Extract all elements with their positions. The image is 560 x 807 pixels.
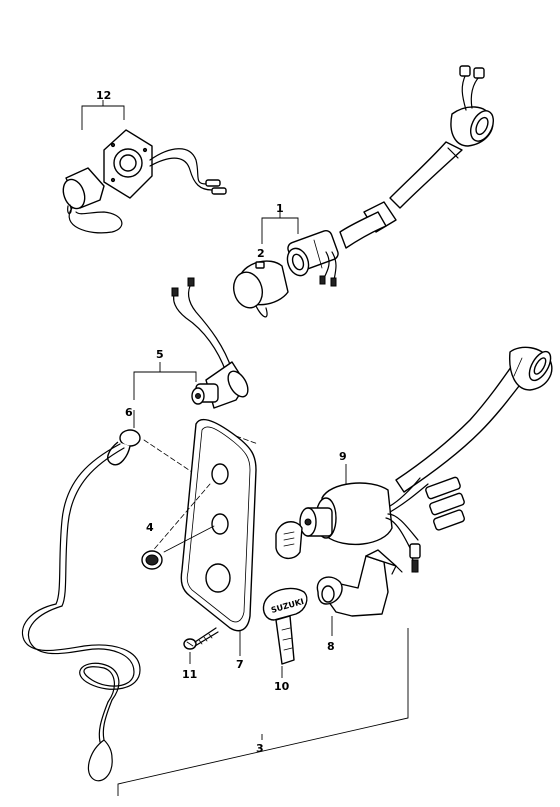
callout-6: 6 bbox=[125, 406, 133, 419]
callout-9: 9 bbox=[339, 450, 347, 463]
part-1-harness-connector bbox=[261, 65, 495, 287]
part-12-switch-assembly bbox=[62, 100, 227, 234]
part-2-connector-cap bbox=[232, 260, 289, 318]
callout-10: 10 bbox=[274, 680, 290, 693]
callout-2: 2 bbox=[257, 247, 265, 260]
part-3-group-bracket bbox=[117, 628, 409, 796]
part-4-hole-plug bbox=[141, 550, 163, 570]
callout-8: 8 bbox=[327, 640, 335, 653]
part-8-switch-bracket bbox=[316, 549, 397, 636]
callout-12: 12 bbox=[96, 89, 111, 102]
callout-1: 1 bbox=[276, 202, 284, 215]
callout-4: 4 bbox=[146, 521, 154, 534]
part-10-ignition-key: SUZUKI bbox=[262, 587, 308, 678]
callout-7: 7 bbox=[236, 658, 244, 671]
part-6-lanyard-cord bbox=[21, 410, 211, 782]
callout-3: 3 bbox=[256, 742, 264, 755]
part-11-screw bbox=[183, 627, 219, 664]
part-9-ignition-switch bbox=[275, 346, 553, 575]
callout-11: 11 bbox=[182, 668, 197, 681]
callout-5: 5 bbox=[156, 348, 164, 361]
part-5-stop-switch bbox=[133, 277, 249, 409]
part-7-mounting-plate bbox=[149, 418, 257, 656]
